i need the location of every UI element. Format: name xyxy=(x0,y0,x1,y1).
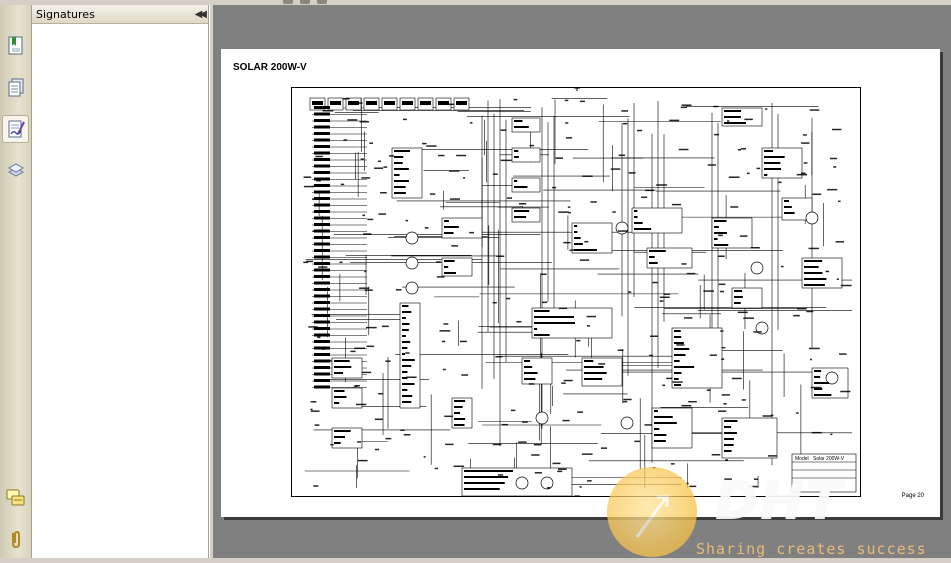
toolbar-nub xyxy=(317,0,327,4)
pages-icon xyxy=(8,78,23,97)
toolbar-nub xyxy=(283,0,293,4)
panel-header: Signatures ◀◀ xyxy=(32,5,208,24)
navigation-icon-bar xyxy=(0,5,32,558)
comments-icon xyxy=(6,489,24,506)
top-toolbar-edge xyxy=(0,0,951,5)
document-page: SOLAR 200W-V Model Solar 200W-V xyxy=(221,49,940,517)
schematic-drawing: Model Solar 200W-V xyxy=(303,85,857,497)
toolbar-nub xyxy=(300,0,310,4)
bookmarks-button[interactable] xyxy=(3,33,28,59)
panel-title: Signatures xyxy=(36,7,95,21)
collapse-panel-icon[interactable]: ◀◀ xyxy=(194,8,208,20)
signatures-button[interactable] xyxy=(2,115,29,143)
signatures-panel: Signatures ◀◀ xyxy=(32,5,209,558)
pages-button[interactable] xyxy=(3,75,28,101)
title-block: Model Solar 200W-V xyxy=(791,453,857,493)
page-title: SOLAR 200W-V xyxy=(233,62,307,73)
bookmarks-icon xyxy=(8,36,22,55)
watermark-tagline: Sharing creates success xyxy=(696,540,927,558)
layers-icon xyxy=(7,163,24,177)
layers-button[interactable] xyxy=(3,157,28,183)
watermark-logo xyxy=(607,467,697,557)
attachments-button[interactable] xyxy=(3,526,28,552)
status-bar-edge xyxy=(0,558,951,563)
title-block-model: Solar 200W-V xyxy=(813,456,845,462)
document-viewer: SOLAR 200W-V Model Solar 200W-V xyxy=(213,5,951,558)
page-number: Page 20 xyxy=(901,493,924,499)
signatures-icon xyxy=(8,120,25,138)
attachments-icon xyxy=(11,530,20,549)
comments-button[interactable] xyxy=(3,485,28,511)
watermark-text: DHT xyxy=(715,472,844,532)
wiring-schematic: Model Solar 200W-V xyxy=(291,85,861,497)
title-block-label: Model xyxy=(795,456,809,462)
